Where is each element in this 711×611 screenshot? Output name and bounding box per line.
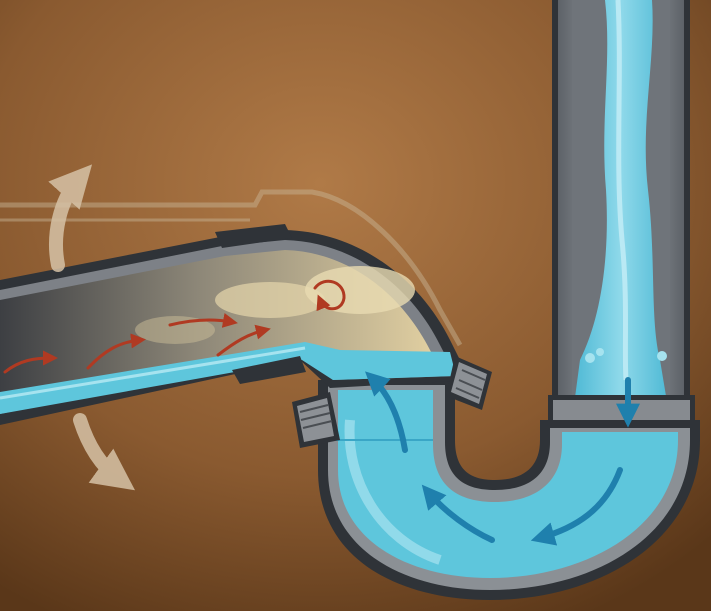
vertical-drain-pipe-icon	[548, 0, 695, 440]
